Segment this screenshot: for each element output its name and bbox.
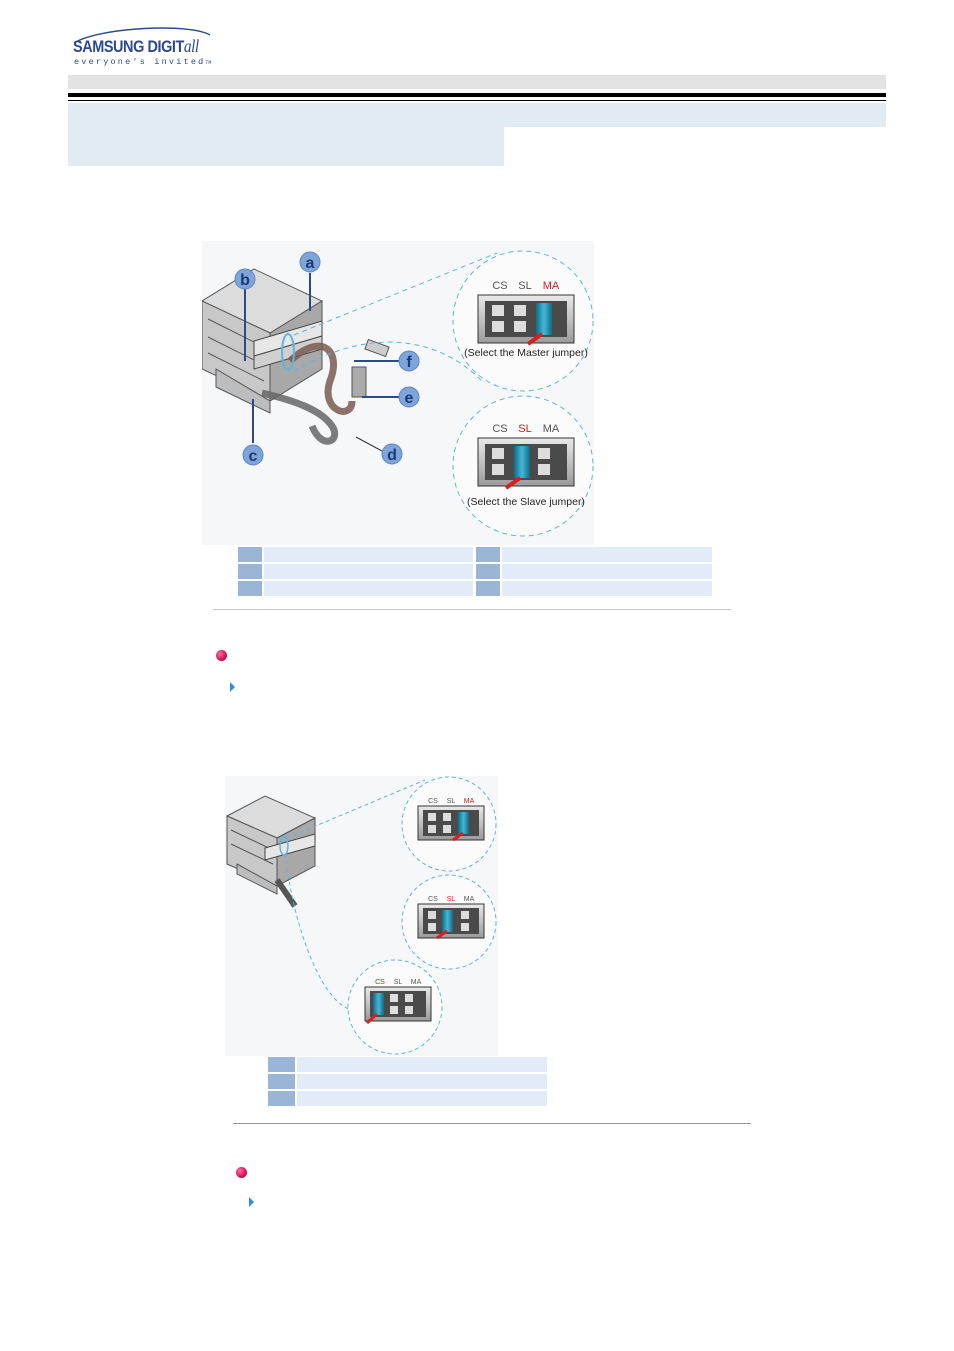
master-caption: (Select the Master jumper) [464, 347, 588, 359]
arrow-right-icon [249, 1197, 254, 1207]
logo-tagline: everyone's invitedTM [74, 57, 211, 67]
mid-sl-label: SL [447, 896, 456, 903]
title-band-left [68, 127, 504, 166]
legend-key-cell [238, 581, 262, 596]
bullet-dot-icon [236, 1167, 247, 1178]
jumper-detail-master: CS SL MA [401, 776, 497, 872]
bottom-cs-label: CS [375, 979, 385, 986]
callout-d: d [381, 443, 403, 465]
bottom-sl-label: SL [394, 979, 403, 986]
legend-value-cell [502, 547, 712, 562]
master-ma-label: MA [543, 280, 560, 292]
callout-f: f [398, 350, 420, 372]
figure-jumper-settings: CS SL MA CS SL MA CS SL MA [225, 776, 498, 1056]
logo-tagline-text: everyone's invited [74, 57, 206, 67]
top-cs-label: CS [428, 798, 438, 805]
legend-key-cell [476, 547, 500, 562]
callout-c: c [242, 444, 264, 466]
top-sl-label: SL [447, 798, 456, 805]
brand-logo: SAMSUNG DIGITall [73, 36, 199, 57]
master-cs-label: CS [492, 280, 507, 292]
callout-a: a [299, 251, 321, 273]
legend-key-cell [476, 581, 500, 596]
legend-key-cell [268, 1074, 295, 1089]
top-ma-label: MA [464, 798, 475, 805]
slave-ma-label: MA [543, 423, 560, 435]
bullet-dot-icon [216, 650, 227, 661]
arrow-right-icon [230, 682, 235, 692]
mid-cs-label: CS [428, 896, 438, 903]
drive-bay-illustration-small [225, 795, 317, 908]
header-grey-bar [68, 75, 886, 89]
slave-caption: (Select the Slave jumper) [467, 496, 585, 508]
logo-text: SAMSUNG DIGIT [73, 37, 184, 56]
callout-d-label: d [387, 447, 397, 464]
legend-value-cell [502, 581, 712, 596]
legend-key-cell [476, 564, 500, 579]
master-jumper-detail: CS SL MA (Select the Master jumper) [452, 250, 594, 392]
logo-swoosh [73, 27, 211, 44]
legend-key-cell [268, 1057, 295, 1072]
legend-key-cell [238, 547, 262, 562]
legend-value-cell [264, 581, 473, 596]
legend-key-cell [268, 1091, 295, 1106]
legend-value-cell [297, 1074, 547, 1089]
callout-b-label: b [240, 272, 250, 289]
legend-key-cell [238, 564, 262, 579]
jumper-detail-slave: CS SL MA [401, 874, 497, 970]
jumper-detail-cable-select: CS SL MA [347, 959, 443, 1055]
callout-e-label: e [405, 390, 414, 407]
callout-e: e [398, 386, 420, 408]
figure-master-slave-connection: a b c d e f CS SL MA (Select the Master … [202, 241, 594, 545]
callout-a-label: a [306, 255, 315, 272]
bottom-ma-label: MA [411, 979, 422, 986]
legend-value-cell [502, 564, 712, 579]
header-thick-rule [68, 93, 886, 97]
logo-italic-text: all [183, 36, 199, 56]
master-sl-label: SL [518, 280, 531, 292]
callout-f-label: f [406, 354, 412, 371]
drive-bay-illustration [202, 268, 324, 414]
header-thin-rule [68, 100, 886, 101]
mid-ma-label: MA [464, 896, 475, 903]
legend-value-cell [264, 547, 473, 562]
legend-value-cell [297, 1057, 547, 1072]
slave-cs-label: CS [492, 423, 507, 435]
section-divider-2 [233, 1123, 751, 1124]
slave-jumper-detail: CS SL MA (Select the Slave jumper) [452, 395, 594, 537]
title-band [68, 103, 886, 127]
section-divider-1 [213, 609, 731, 610]
legend-value-cell [264, 564, 473, 579]
slave-sl-label: SL [518, 423, 531, 435]
callout-c-label: c [249, 448, 258, 465]
logo-tm: TM [205, 60, 212, 66]
callout-b: b [234, 268, 256, 290]
legend-value-cell [297, 1091, 547, 1106]
